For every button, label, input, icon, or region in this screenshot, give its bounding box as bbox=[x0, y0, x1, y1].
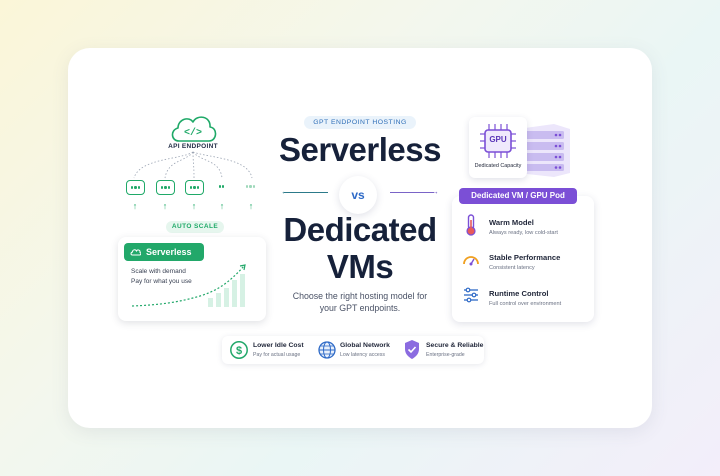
gauge-icon bbox=[463, 256, 479, 266]
serverless-description: Scale with demand Pay for what you use bbox=[131, 267, 192, 286]
server-rack-icon bbox=[518, 124, 570, 177]
scale-up-arrow-icon: ↑ bbox=[162, 201, 168, 211]
serverless-tag: Serverless bbox=[124, 243, 204, 261]
arrow-left-icon: ← bbox=[281, 187, 289, 196]
cloud-icon bbox=[130, 249, 141, 256]
feature-title: Runtime Control bbox=[489, 289, 549, 298]
feature-subtitle: Consistent latency bbox=[489, 265, 535, 271]
scale-up-arrow-icon: ↑ bbox=[219, 201, 225, 211]
title-dedicated-vms: Dedicated VMs bbox=[260, 211, 460, 285]
title-vms: VMs bbox=[326, 248, 394, 285]
serverless-desc-line: Pay for what you use bbox=[131, 277, 192, 285]
svg-text:</>: </> bbox=[184, 127, 202, 139]
globe-icon bbox=[318, 341, 336, 359]
benefit-title: Global Network bbox=[340, 342, 390, 349]
subtitle-line: Choose the right hosting model for bbox=[292, 291, 428, 301]
subtitle-line: your GPT endpoints. bbox=[319, 303, 401, 313]
instance-node bbox=[213, 180, 230, 193]
serverless-desc-line: Scale with demand bbox=[131, 268, 186, 275]
serverless-tag-label: Serverless bbox=[146, 247, 192, 257]
scaling-chart-illustration bbox=[131, 264, 246, 307]
subtitle: Choose the right hosting model for your … bbox=[280, 290, 440, 314]
dedicated-vm-tag: Dedicated VM / GPU Pod bbox=[459, 188, 577, 204]
auto-scale-badge: AUTO SCALE bbox=[166, 221, 224, 233]
feature-subtitle: Full control over environment bbox=[489, 301, 562, 307]
feature-title: Warm Model bbox=[489, 218, 534, 227]
gpu-chip-label: GPU bbox=[489, 135, 507, 144]
benefit-subtitle: Low latency access bbox=[340, 352, 385, 358]
scale-up-arrow-icon: ↑ bbox=[191, 201, 197, 211]
scale-up-arrow-icon: ↑ bbox=[248, 201, 254, 211]
sliders-icon bbox=[464, 287, 478, 303]
scale-up-arrow-icon: ↑ bbox=[132, 201, 138, 211]
vs-line-right bbox=[390, 192, 434, 193]
cloud-icon: </> bbox=[171, 116, 217, 142]
benefit-title: Secure & Reliable bbox=[426, 342, 484, 349]
connector-lines bbox=[133, 151, 253, 179]
vs-badge: vs bbox=[339, 176, 377, 214]
hosting-pill: GPT ENDPOINT HOSTING bbox=[304, 116, 416, 129]
vs-line-left bbox=[284, 192, 328, 193]
feature-title: Stable Performance bbox=[489, 253, 561, 262]
instance-node-faded bbox=[242, 180, 259, 193]
thermometer-icon bbox=[466, 214, 476, 236]
dollar-icon: $ bbox=[230, 341, 248, 359]
benefit-title: Lower Idle Cost bbox=[253, 342, 304, 349]
benefit-subtitle: Enterprise-grade bbox=[426, 352, 465, 358]
title-serverless: Serverless bbox=[279, 131, 441, 168]
shield-check-icon bbox=[405, 340, 419, 359]
arrow-right-icon: → bbox=[431, 187, 439, 196]
benefits-strip bbox=[222, 336, 484, 364]
instance-node bbox=[126, 180, 145, 195]
gpu-chip-icon bbox=[480, 124, 516, 158]
benefit-subtitle: Pay for actual usage bbox=[253, 352, 301, 358]
instance-node bbox=[156, 180, 175, 195]
api-endpoint-label: API ENDPOINT bbox=[168, 143, 218, 150]
feature-subtitle: Always ready, low cold-start bbox=[489, 230, 558, 236]
dedicated-capacity-label: Dedicated Capacity bbox=[474, 163, 522, 169]
svg-text:$: $ bbox=[236, 345, 242, 357]
instance-node bbox=[185, 180, 204, 195]
title-dedicated: Dedicated bbox=[283, 211, 437, 248]
